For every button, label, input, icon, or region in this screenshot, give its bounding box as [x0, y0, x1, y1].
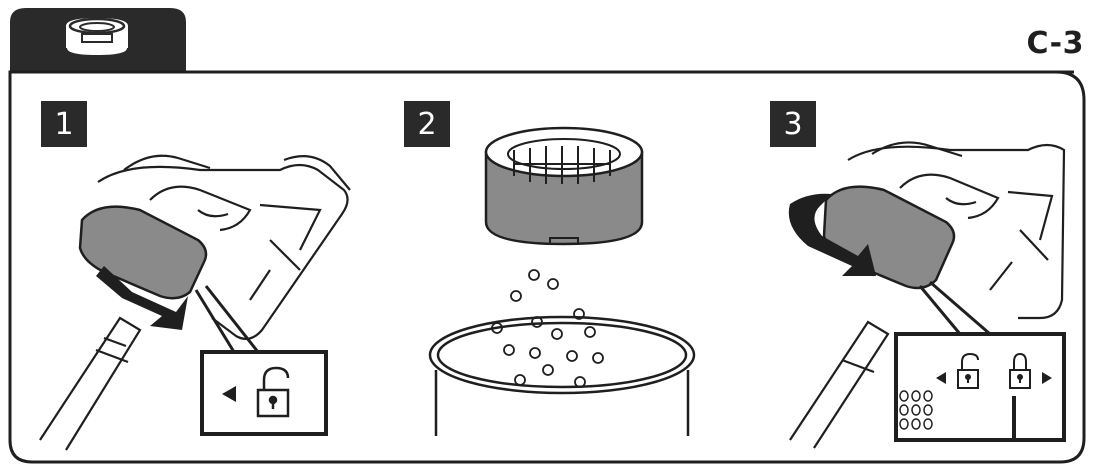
step-1-callout-box: [202, 352, 326, 434]
step-1-badge: 1: [41, 101, 87, 147]
filter-ring-icon: [66, 18, 128, 56]
step-3-callout-pointer: [920, 286, 960, 334]
filter-ring-illustration: [486, 128, 642, 244]
step-1-filter-band: [80, 207, 206, 299]
step-3-callout-box: [896, 334, 1064, 440]
page-code: C-3: [1026, 26, 1084, 61]
dust-particles: [492, 270, 603, 387]
step-2-badge: 2: [404, 101, 450, 147]
step-3-filter-band: [824, 187, 954, 288]
step-3-badge: 3: [770, 101, 816, 147]
